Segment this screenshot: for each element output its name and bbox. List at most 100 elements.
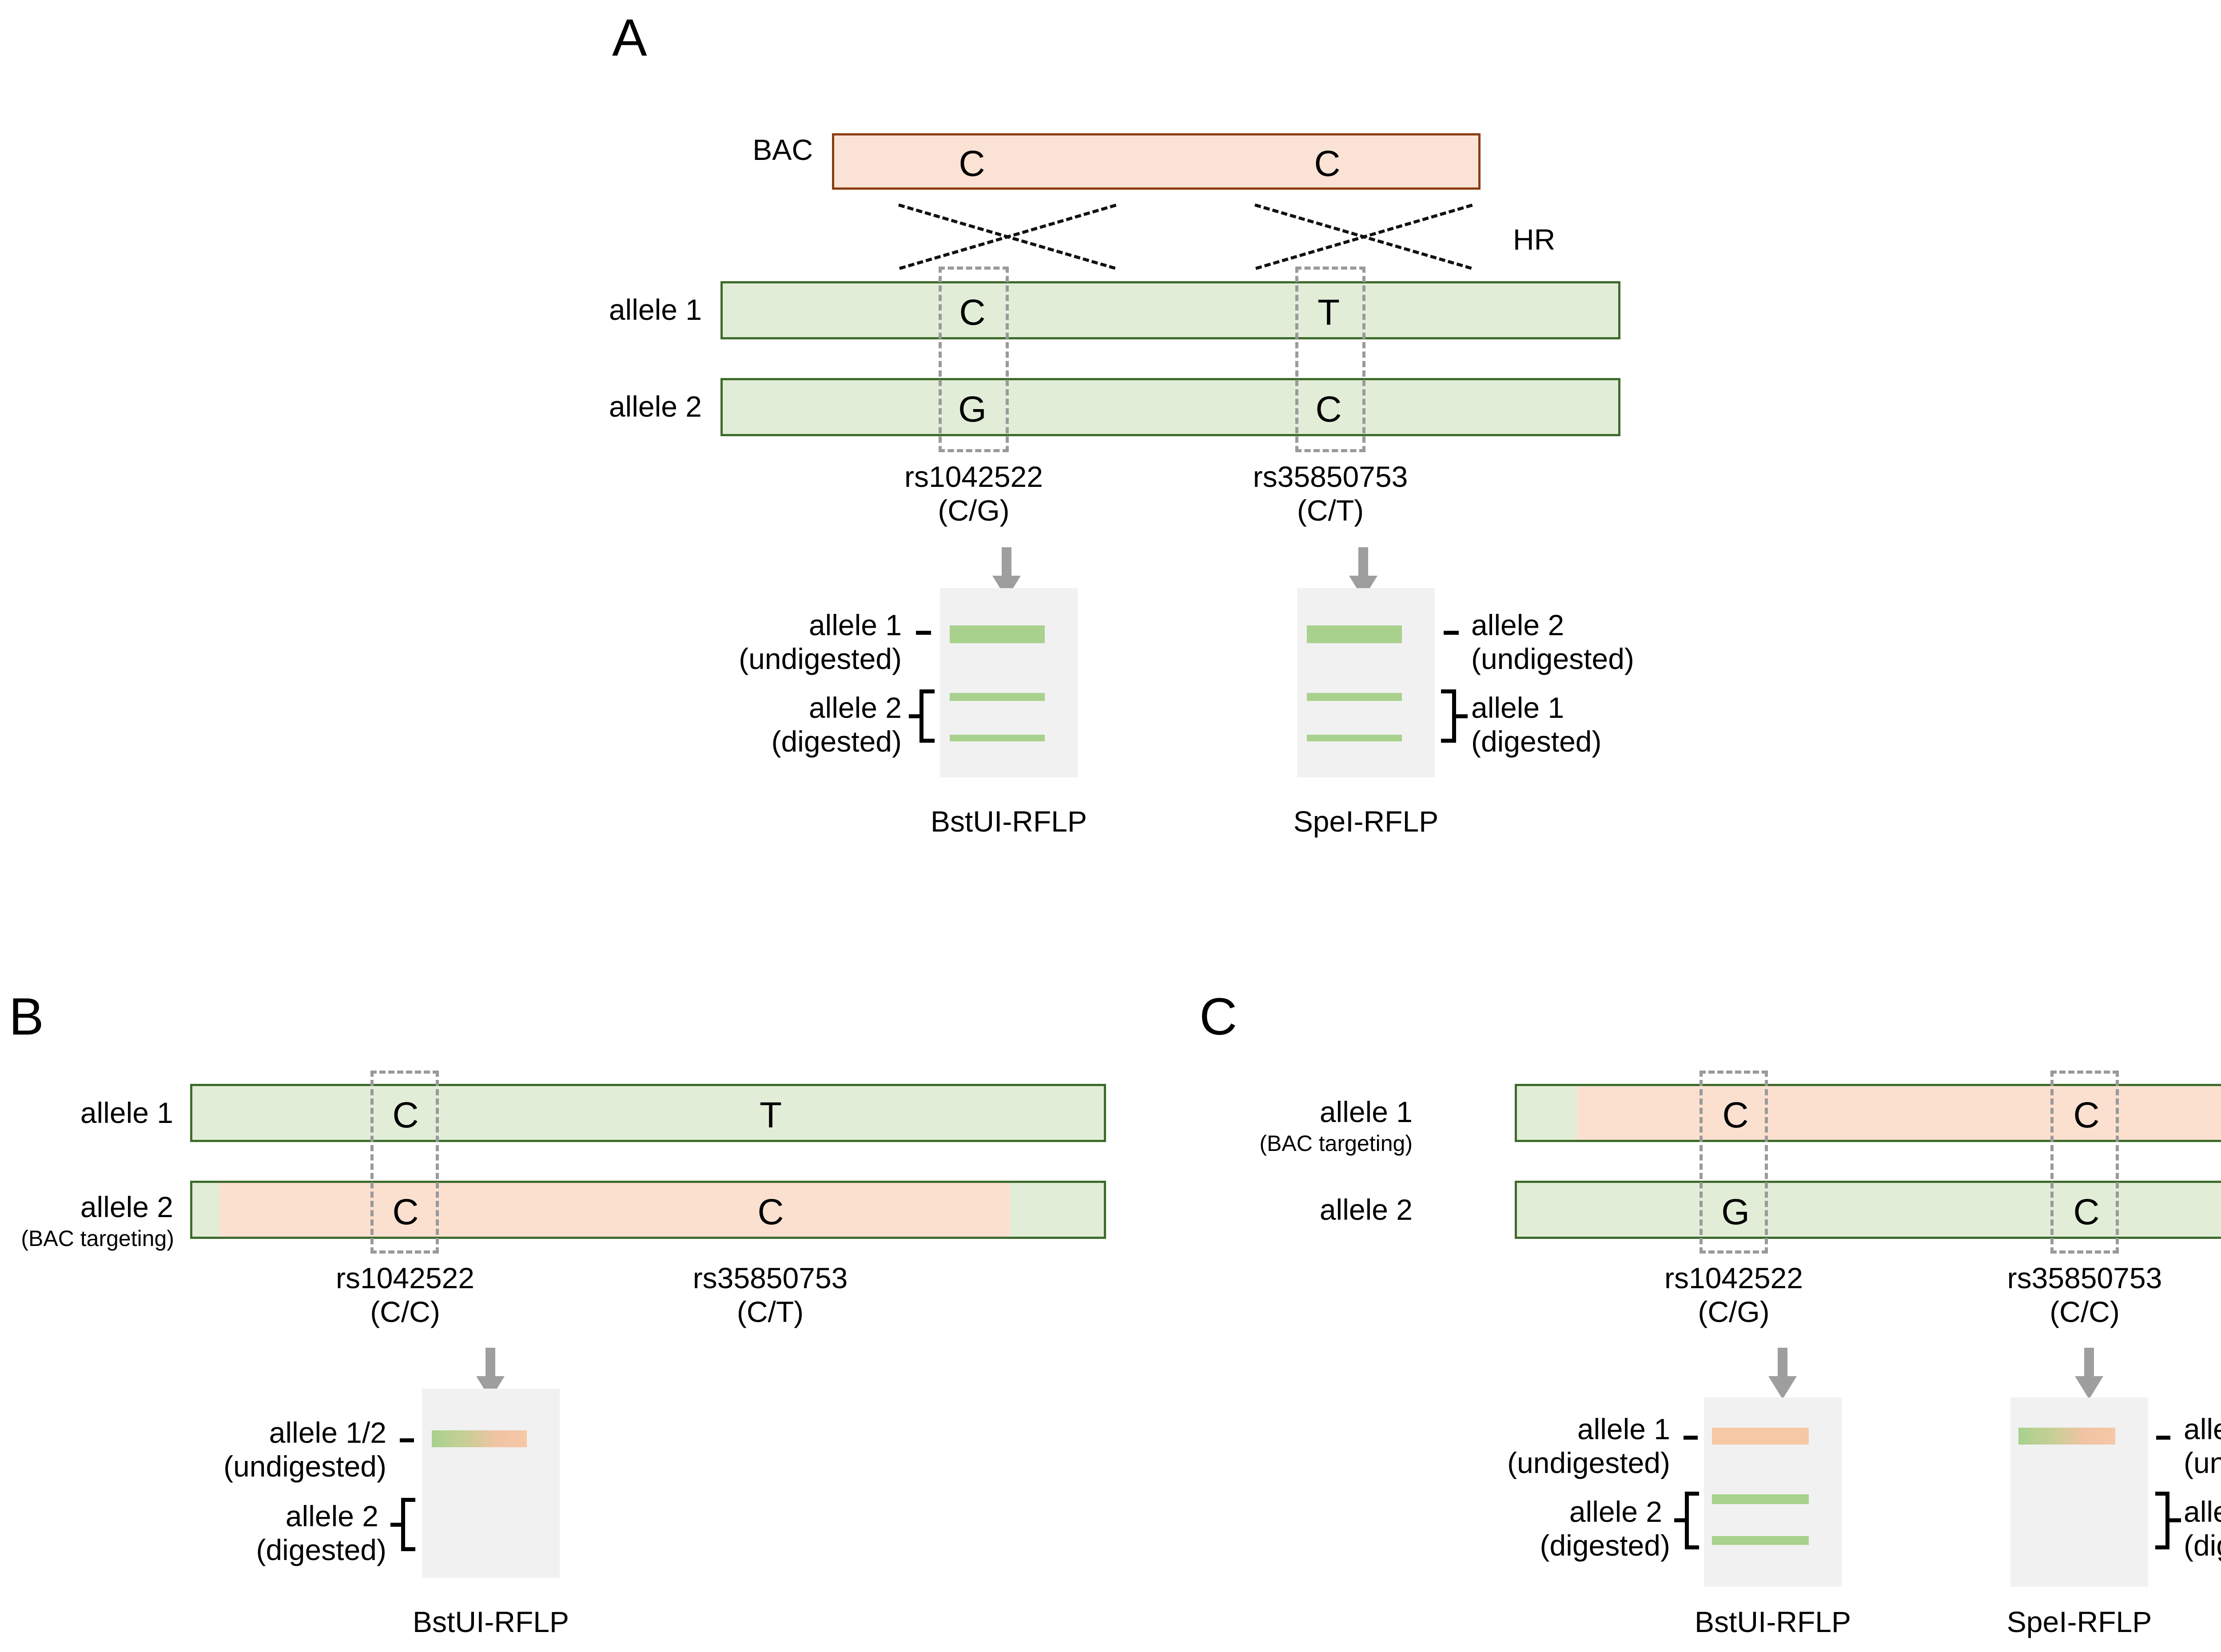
panel-a-gel-left-undigested-line2: (undigested) <box>739 642 902 675</box>
panel-c-snp-right-id: rs35850753 <box>2007 1262 2162 1294</box>
panel-b-gel-undigested-line1: allele 1/2 <box>269 1416 386 1449</box>
panel-b-allele2-nt-left: C <box>392 1192 419 1232</box>
panel-a-gel-left-bracket-digested <box>919 689 935 743</box>
panel-a-snp-left-id: rs1042522 <box>904 460 1043 493</box>
panel-c-allele2-nt-left: G <box>1721 1192 1750 1232</box>
panel-a-allele2-label: allele 2 <box>609 390 702 423</box>
panel-c-gel-left-bracket-stem <box>1674 1518 1686 1522</box>
panel-b-allele1-label: allele 1 <box>80 1096 173 1129</box>
panel-a-gel-right-undigested-line2: (undigested) <box>1471 642 1634 675</box>
panel-a-gel-right-digested-line2: (digested) <box>1471 725 1602 758</box>
panel-a-snp-left-genotype: (C/G) <box>938 494 1010 527</box>
panel-c-gel-right-digested-line2: (digested) <box>2184 1529 2221 1562</box>
panel-c-allele1-nt-left: C <box>1722 1095 1749 1135</box>
panel-c-gel-left <box>1704 1397 1842 1587</box>
panel-c-gel-right-bracket-stem <box>2169 1518 2181 1522</box>
panel-c-allele2-label: allele 2 <box>1319 1193 1413 1226</box>
panel-c-gel-right <box>2010 1397 2148 1587</box>
panel-b-allele2-sublabel: (BAC targeting) <box>21 1226 174 1251</box>
panel-c-gel-left-bracket-digested <box>1685 1492 1699 1549</box>
panel-a-gel-right-digested-line1: allele 1 <box>1471 691 1564 724</box>
panel-c-gel-left-title: BstUI-RFLP <box>1694 1605 1851 1638</box>
panel-b-gel-title: BstUI-RFLP <box>412 1605 569 1638</box>
panel-c-snp-left-id: rs1042522 <box>1664 1262 1803 1294</box>
panel-a-gel-left-digested-line1: allele 2 <box>808 691 902 724</box>
panel-a-gel-left-title: BstUI-RFLP <box>930 805 1087 838</box>
panel-a-gel-left-band-digested-2 <box>950 735 1045 741</box>
panel-letter-a: A <box>612 8 647 67</box>
panel-b-allele1-nt-left: C <box>392 1095 419 1135</box>
panel-a-gel-right-bracket-digested <box>1441 689 1456 743</box>
panel-c-gel-right-band-undigested <box>2018 1428 2115 1445</box>
panel-c-gel-right-bracket-digested <box>2155 1492 2169 1549</box>
panel-a-gel-right-band-digested-1 <box>1307 693 1402 701</box>
panel-c-snp-box-right <box>2050 1071 2119 1254</box>
panel-b-snp-left-id: rs1042522 <box>336 1262 474 1294</box>
panel-b-snp-right-id: rs35850753 <box>693 1262 848 1294</box>
panel-a-allele2-bar: G C <box>720 378 1620 436</box>
panel-b-gel-band-undigested <box>432 1430 527 1447</box>
panel-c-gel-right-digested-line1: allele 1 <box>2184 1495 2221 1528</box>
panel-b-snp-right-genotype: (C/T) <box>736 1295 804 1328</box>
panel-letter-c: C <box>1199 987 1238 1046</box>
panel-c-allele1-bac-segment <box>1577 1086 2221 1140</box>
bac-nt-left: C <box>959 143 985 184</box>
panel-c-gel-left-undigested-line2: (undigested) <box>1507 1446 1670 1479</box>
panel-b-allele1-nt-right: T <box>759 1095 782 1135</box>
panel-b-gel-digested-line1: allele 2 <box>285 1500 378 1533</box>
panel-b-allele1-bar: C T <box>190 1084 1106 1142</box>
panel-b-allele2-bar: C C <box>190 1181 1106 1239</box>
panel-c-snp-left-genotype: (C/G) <box>1698 1295 1770 1328</box>
panel-a-snp-right-genotype: (C/T) <box>1297 494 1364 527</box>
panel-c-gel-left-tick-undigested <box>1684 1436 1698 1440</box>
panel-a-gel-right-band-digested-2 <box>1307 735 1402 741</box>
panel-a-allele2-nt-left: G <box>958 389 987 430</box>
panel-b-gel-tick-undigested <box>400 1438 414 1442</box>
panel-c-gel-right-undigested-line2: (undigested) <box>2184 1446 2221 1479</box>
panel-c-gel-left-undigested-line1: allele 1 <box>1577 1413 1670 1445</box>
panel-letter-b: B <box>9 987 44 1046</box>
panel-a-allele1-nt-right: T <box>1317 292 1340 333</box>
panel-c-gel-left-band-undigested <box>1712 1428 1809 1445</box>
panel-c-gel-right-undigested-line1: allele 1/2 <box>2184 1413 2221 1445</box>
panel-a-allele1-nt-left: C <box>959 292 986 333</box>
panel-a-snp-right-id: rs35850753 <box>1253 460 1408 493</box>
panel-b-gel-digested-line2: (digested) <box>256 1533 387 1566</box>
bac-label: BAC <box>752 133 813 166</box>
panel-c-snp-box-left <box>1700 1071 1768 1254</box>
panel-a-allele2-nt-right: C <box>1315 389 1342 430</box>
panel-c-allele1-bar: C C <box>1515 1084 2221 1142</box>
panel-a-gel-left-band-digested-1 <box>950 693 1045 701</box>
panel-b-gel <box>422 1389 560 1578</box>
panel-a-gel-left-band-undigested <box>950 625 1045 643</box>
panel-a-gel-right <box>1297 588 1435 777</box>
panel-c-allele2-nt-right: C <box>2073 1192 2100 1232</box>
panel-a-gel-left-tick-undigested <box>916 631 931 635</box>
bac-nt-right: C <box>1314 143 1341 184</box>
panel-c-allele1-nt-right: C <box>2073 1095 2100 1135</box>
panel-a-gel-right-title: SpeI-RFLP <box>1293 805 1439 838</box>
panel-c-snp-right-genotype: (C/C) <box>2050 1295 2120 1328</box>
panel-c-gel-right-title: SpeI-RFLP <box>2006 1605 2152 1638</box>
panel-c-allele2-bar: G C <box>1515 1181 2221 1239</box>
panel-a-snp-box-left <box>939 267 1009 452</box>
hr-label: HR <box>1513 223 1556 256</box>
panel-a-gel-left <box>940 588 1078 777</box>
panel-b-snp-left-genotype: (C/C) <box>370 1295 440 1328</box>
panel-c-allele1-label: allele 1 <box>1319 1095 1413 1128</box>
panel-c-allele1-sublabel: (BAC targeting) <box>1259 1131 1413 1156</box>
panel-b-gel-bracket-digested <box>401 1498 415 1551</box>
panel-b-gel-bracket-stem <box>390 1523 402 1527</box>
panel-b-snp-box-left <box>370 1071 439 1254</box>
panel-b-gel-undigested-line2: (undigested) <box>223 1450 386 1483</box>
panel-b-allele2-label: allele 2 <box>80 1190 173 1223</box>
panel-a-gel-right-band-undigested <box>1307 625 1402 643</box>
panel-c-gel-left-band-digested-2 <box>1712 1536 1809 1545</box>
panel-c-gel-right-tick-undigested <box>2156 1436 2170 1440</box>
bac-bar: C C <box>832 133 1481 190</box>
panel-a-gel-right-bracket-stem <box>1456 714 1468 718</box>
panel-a-gel-right-tick-undigested <box>1444 631 1459 635</box>
panel-c-gel-left-band-digested-1 <box>1712 1494 1809 1504</box>
panel-a-allele1-label: allele 1 <box>609 293 702 326</box>
